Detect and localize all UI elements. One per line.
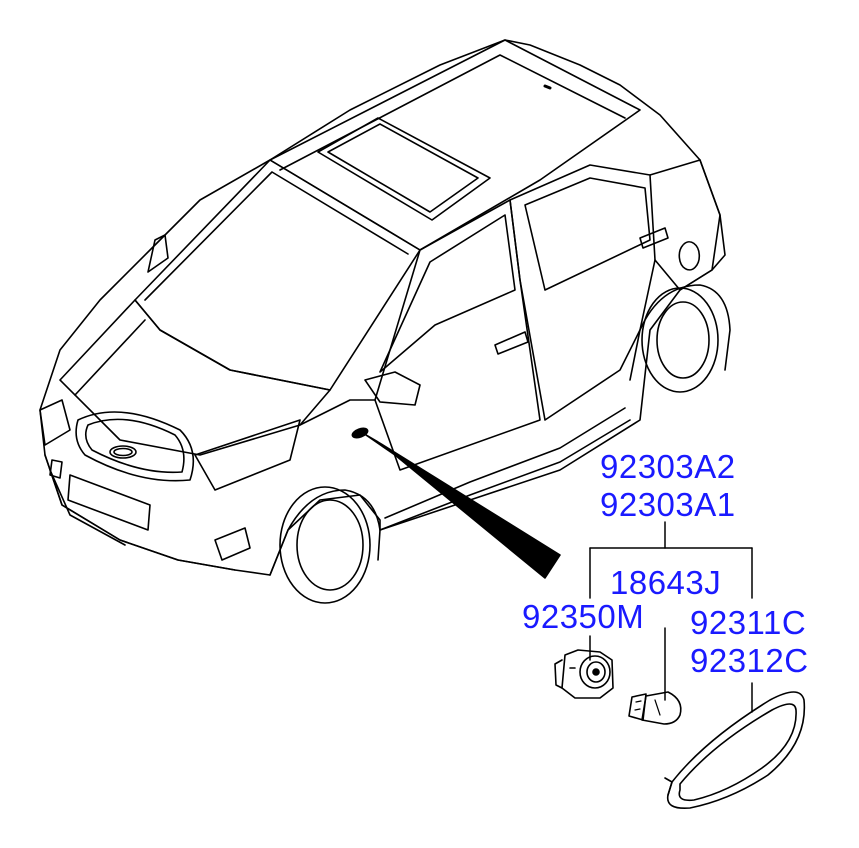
- part-number-92303a1[interactable]: 92303A1: [600, 486, 736, 523]
- front-wheel-arch: [269, 489, 381, 576]
- car-body: [39, 39, 731, 604]
- rear-window: [524, 177, 651, 291]
- grille: [75, 411, 195, 482]
- side-lamp-lens: [664, 691, 806, 810]
- hood: [59, 299, 331, 456]
- pointer-wedge: [365, 434, 561, 579]
- rear-wheel: [641, 287, 719, 393]
- sunroof: [317, 117, 491, 221]
- license-plate: [67, 474, 151, 531]
- logo-badge: [109, 445, 137, 459]
- socket-part: [554, 649, 614, 699]
- front-wheel: [279, 486, 371, 604]
- part-number-92350m[interactable]: 92350M: [522, 598, 645, 635]
- rear-door: [509, 164, 656, 421]
- side-mirror: [364, 371, 421, 406]
- windshield: [134, 159, 421, 391]
- rear-wheel-arch: [629, 284, 731, 381]
- part-number-18643j[interactable]: 18643J: [610, 564, 722, 601]
- leader-lines: [589, 521, 753, 713]
- bulb-part: [628, 691, 682, 725]
- front-window: [379, 214, 516, 373]
- front-bumper: [44, 454, 236, 571]
- part-number-92311c[interactable]: 92311C: [690, 604, 807, 641]
- left-mirror: [147, 234, 169, 273]
- part-number-92303a2[interactable]: 92303A2: [600, 448, 736, 485]
- headlamp-left: [39, 399, 71, 446]
- fuel-cap: [678, 241, 701, 271]
- headlamp-right: [194, 419, 301, 491]
- part-number-92312c[interactable]: 92312C: [690, 642, 809, 679]
